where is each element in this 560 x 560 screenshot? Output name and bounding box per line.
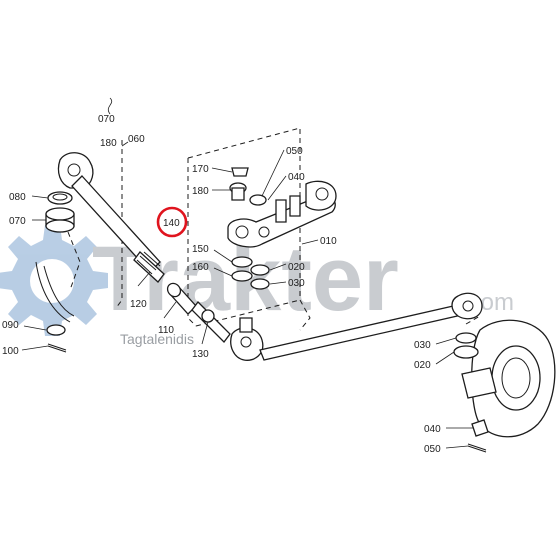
leader-lines [21, 97, 474, 449]
ball-joint-center [230, 317, 264, 361]
right-knuckle-housing [453, 319, 556, 453]
callout-040-top: 040 [288, 172, 305, 183]
dashed-guides [67, 127, 481, 331]
watermark-tagline: Tagtalenidis [120, 331, 194, 347]
drag-link [259, 292, 483, 361]
highlight-label: 140 [163, 218, 180, 229]
callout-170: 170 [192, 164, 209, 175]
callout-160: 160 [192, 262, 209, 273]
callout-010: 010 [320, 236, 337, 247]
callout-020-right: 020 [414, 360, 431, 371]
callout-030-right: 030 [414, 340, 431, 351]
callout-030-mid: 030 [288, 278, 305, 289]
callout-130: 130 [192, 349, 209, 360]
callout-100: 100 [2, 346, 19, 357]
callout-070-left: 070 [9, 216, 26, 227]
callout-labels: 070 180 060 080 070 120 110 130 090 100 … [2, 114, 441, 455]
callout-180-mid: 180 [192, 186, 209, 197]
callout-090: 090 [2, 320, 19, 331]
gear-watermark-icon [0, 225, 108, 336]
callout-180-top: 180 [100, 138, 117, 149]
highlight-ring [156, 206, 188, 238]
callout-150: 150 [192, 244, 209, 255]
callout-040-bottom: 040 [424, 424, 441, 435]
callout-050-bottom: 050 [424, 444, 441, 455]
tie-rod-left [57, 152, 165, 283]
center-arm-stack [227, 167, 337, 290]
turnbuckle-parts [166, 282, 231, 343]
callout-070-top: 070 [98, 114, 115, 125]
callout-120: 120 [130, 299, 147, 310]
callout-060: 060 [128, 134, 145, 145]
callout-050-top: 050 [286, 146, 303, 157]
callout-020-mid: 020 [288, 262, 305, 273]
callout-080: 080 [9, 192, 26, 203]
callout-110: 110 [158, 325, 174, 336]
